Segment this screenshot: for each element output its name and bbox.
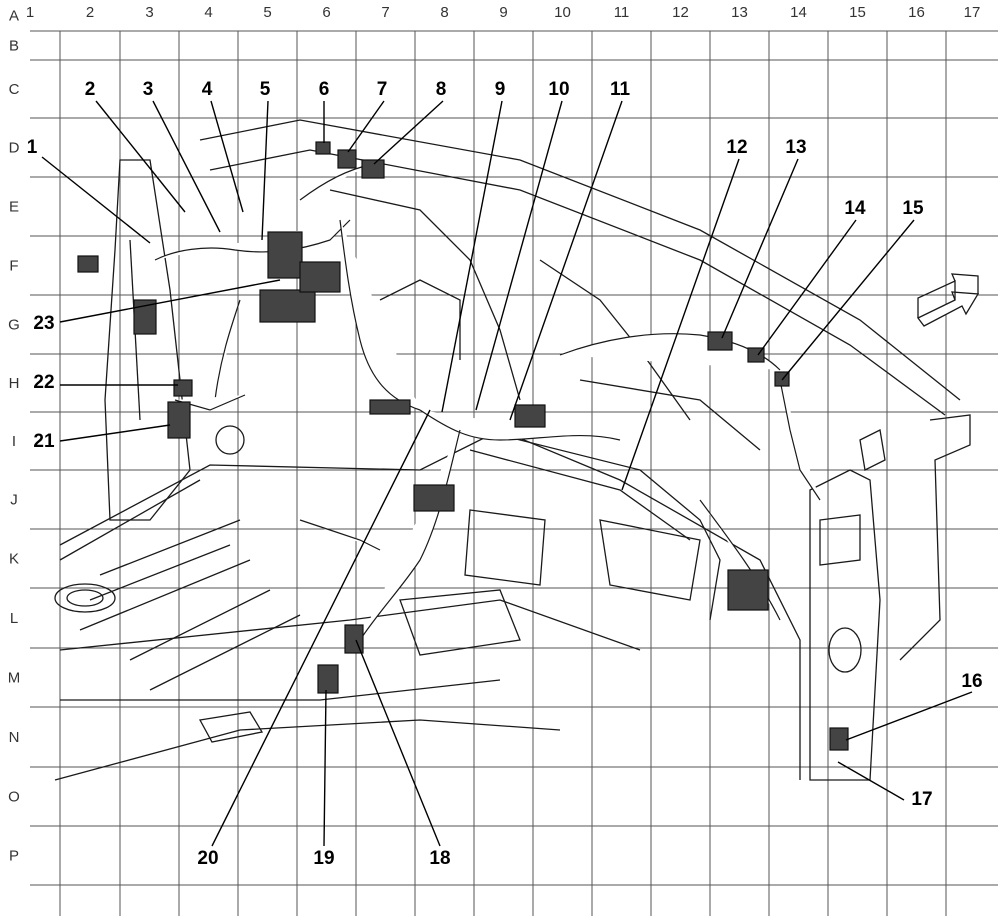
callout-leader-9 (441, 100, 503, 413)
grid-column-label: 8 (440, 4, 448, 21)
grid-column-label: 10 (554, 4, 571, 21)
callout-leader-16 (845, 691, 973, 741)
grid-column-label: 11 (614, 4, 630, 21)
grid-row-label: O (8, 789, 20, 806)
callout-leader-lines (41, 100, 973, 847)
callout-leader-15 (781, 219, 915, 381)
grid-row-label: I (12, 433, 16, 450)
callout-label-6: 6 (319, 79, 330, 100)
wiring-harness-illustration (77, 141, 849, 751)
grid-row-label: H (9, 375, 20, 392)
grid-row-label: L (10, 610, 18, 627)
callout-leader-3 (152, 100, 221, 233)
grid-row-label: B (9, 38, 19, 55)
callout-leader-19 (323, 689, 327, 847)
callout-leader-4 (210, 100, 244, 213)
callout-label-3: 3 (143, 79, 154, 100)
callout-label-16: 16 (961, 671, 982, 692)
callout-label-11: 11 (610, 79, 631, 100)
grid-row-label: J (10, 492, 18, 509)
callout-leader-5 (261, 100, 269, 241)
callout-label-22: 22 (33, 372, 54, 393)
callout-label-23: 23 (33, 313, 54, 334)
grid-row-label: A (9, 8, 19, 25)
grid-column-label: 3 (145, 4, 153, 21)
callout-label-4: 4 (202, 79, 213, 100)
grid-column-label: 15 (849, 4, 866, 21)
callout-leader-11 (509, 100, 623, 421)
grid-column-label: 9 (499, 4, 507, 21)
grid-column-label: 1 (26, 4, 34, 21)
grid-column-label: 12 (672, 4, 689, 21)
grid-column-label: 13 (731, 4, 748, 21)
callout-label-14: 14 (844, 198, 866, 219)
callout-leader-1 (41, 156, 151, 244)
callout-label-21: 21 (33, 431, 55, 452)
callout-leader-10 (475, 100, 563, 411)
callout-label-10: 10 (548, 79, 569, 100)
callout-leader-21 (59, 424, 171, 442)
callout-label-9: 9 (495, 79, 506, 100)
grid-column-label: 14 (790, 4, 807, 21)
grid-row-label: F (9, 258, 18, 275)
grid-row-label: P (9, 848, 19, 865)
grid-row-label: N (9, 729, 20, 746)
callout-leader-23 (59, 279, 281, 323)
callout-leader-13 (721, 158, 799, 339)
grid-row-label: K (9, 551, 19, 568)
vehicle-body-illustration (54, 119, 971, 781)
grid-row-label: G (8, 317, 20, 334)
callout-leader-18 (355, 639, 441, 847)
callout-label-8: 8 (436, 79, 447, 100)
grid-column-label: 4 (204, 4, 212, 21)
callout-leader-8 (373, 100, 444, 165)
callout-label-18: 18 (429, 848, 450, 869)
callout-label-19: 19 (313, 848, 334, 869)
grid-row-label: C (9, 81, 20, 98)
callout-leader-7 (347, 100, 385, 153)
callout-label-12: 12 (726, 137, 747, 158)
grid-row-label: M (8, 670, 21, 687)
callout-label-7: 7 (377, 79, 388, 100)
callout-leader-17 (837, 761, 905, 801)
callout-label-17: 17 (911, 789, 932, 810)
callout-label-15: 15 (902, 198, 924, 219)
grid-column-label: 7 (381, 4, 389, 21)
callout-leader-2 (95, 100, 186, 213)
callout-label-13: 13 (785, 137, 806, 158)
grid-column-label: 2 (86, 4, 94, 21)
grid-column-label: 16 (908, 4, 925, 21)
callout-leader-14 (757, 219, 857, 356)
callout-label-2: 2 (85, 79, 96, 100)
front-direction-arrow-icon (917, 273, 980, 327)
callout-leader-20 (211, 409, 431, 847)
callout-label-1: 1 (27, 137, 38, 158)
grid-column-label: 5 (263, 4, 271, 21)
grid-row-label: E (9, 199, 19, 216)
grid-column-label: 17 (964, 4, 981, 21)
grid-column-label: 6 (322, 4, 330, 21)
callout-label-20: 20 (197, 848, 218, 869)
grid-row-label: D (9, 140, 20, 157)
callout-label-5: 5 (260, 79, 271, 100)
callout-leader-12 (621, 158, 740, 491)
